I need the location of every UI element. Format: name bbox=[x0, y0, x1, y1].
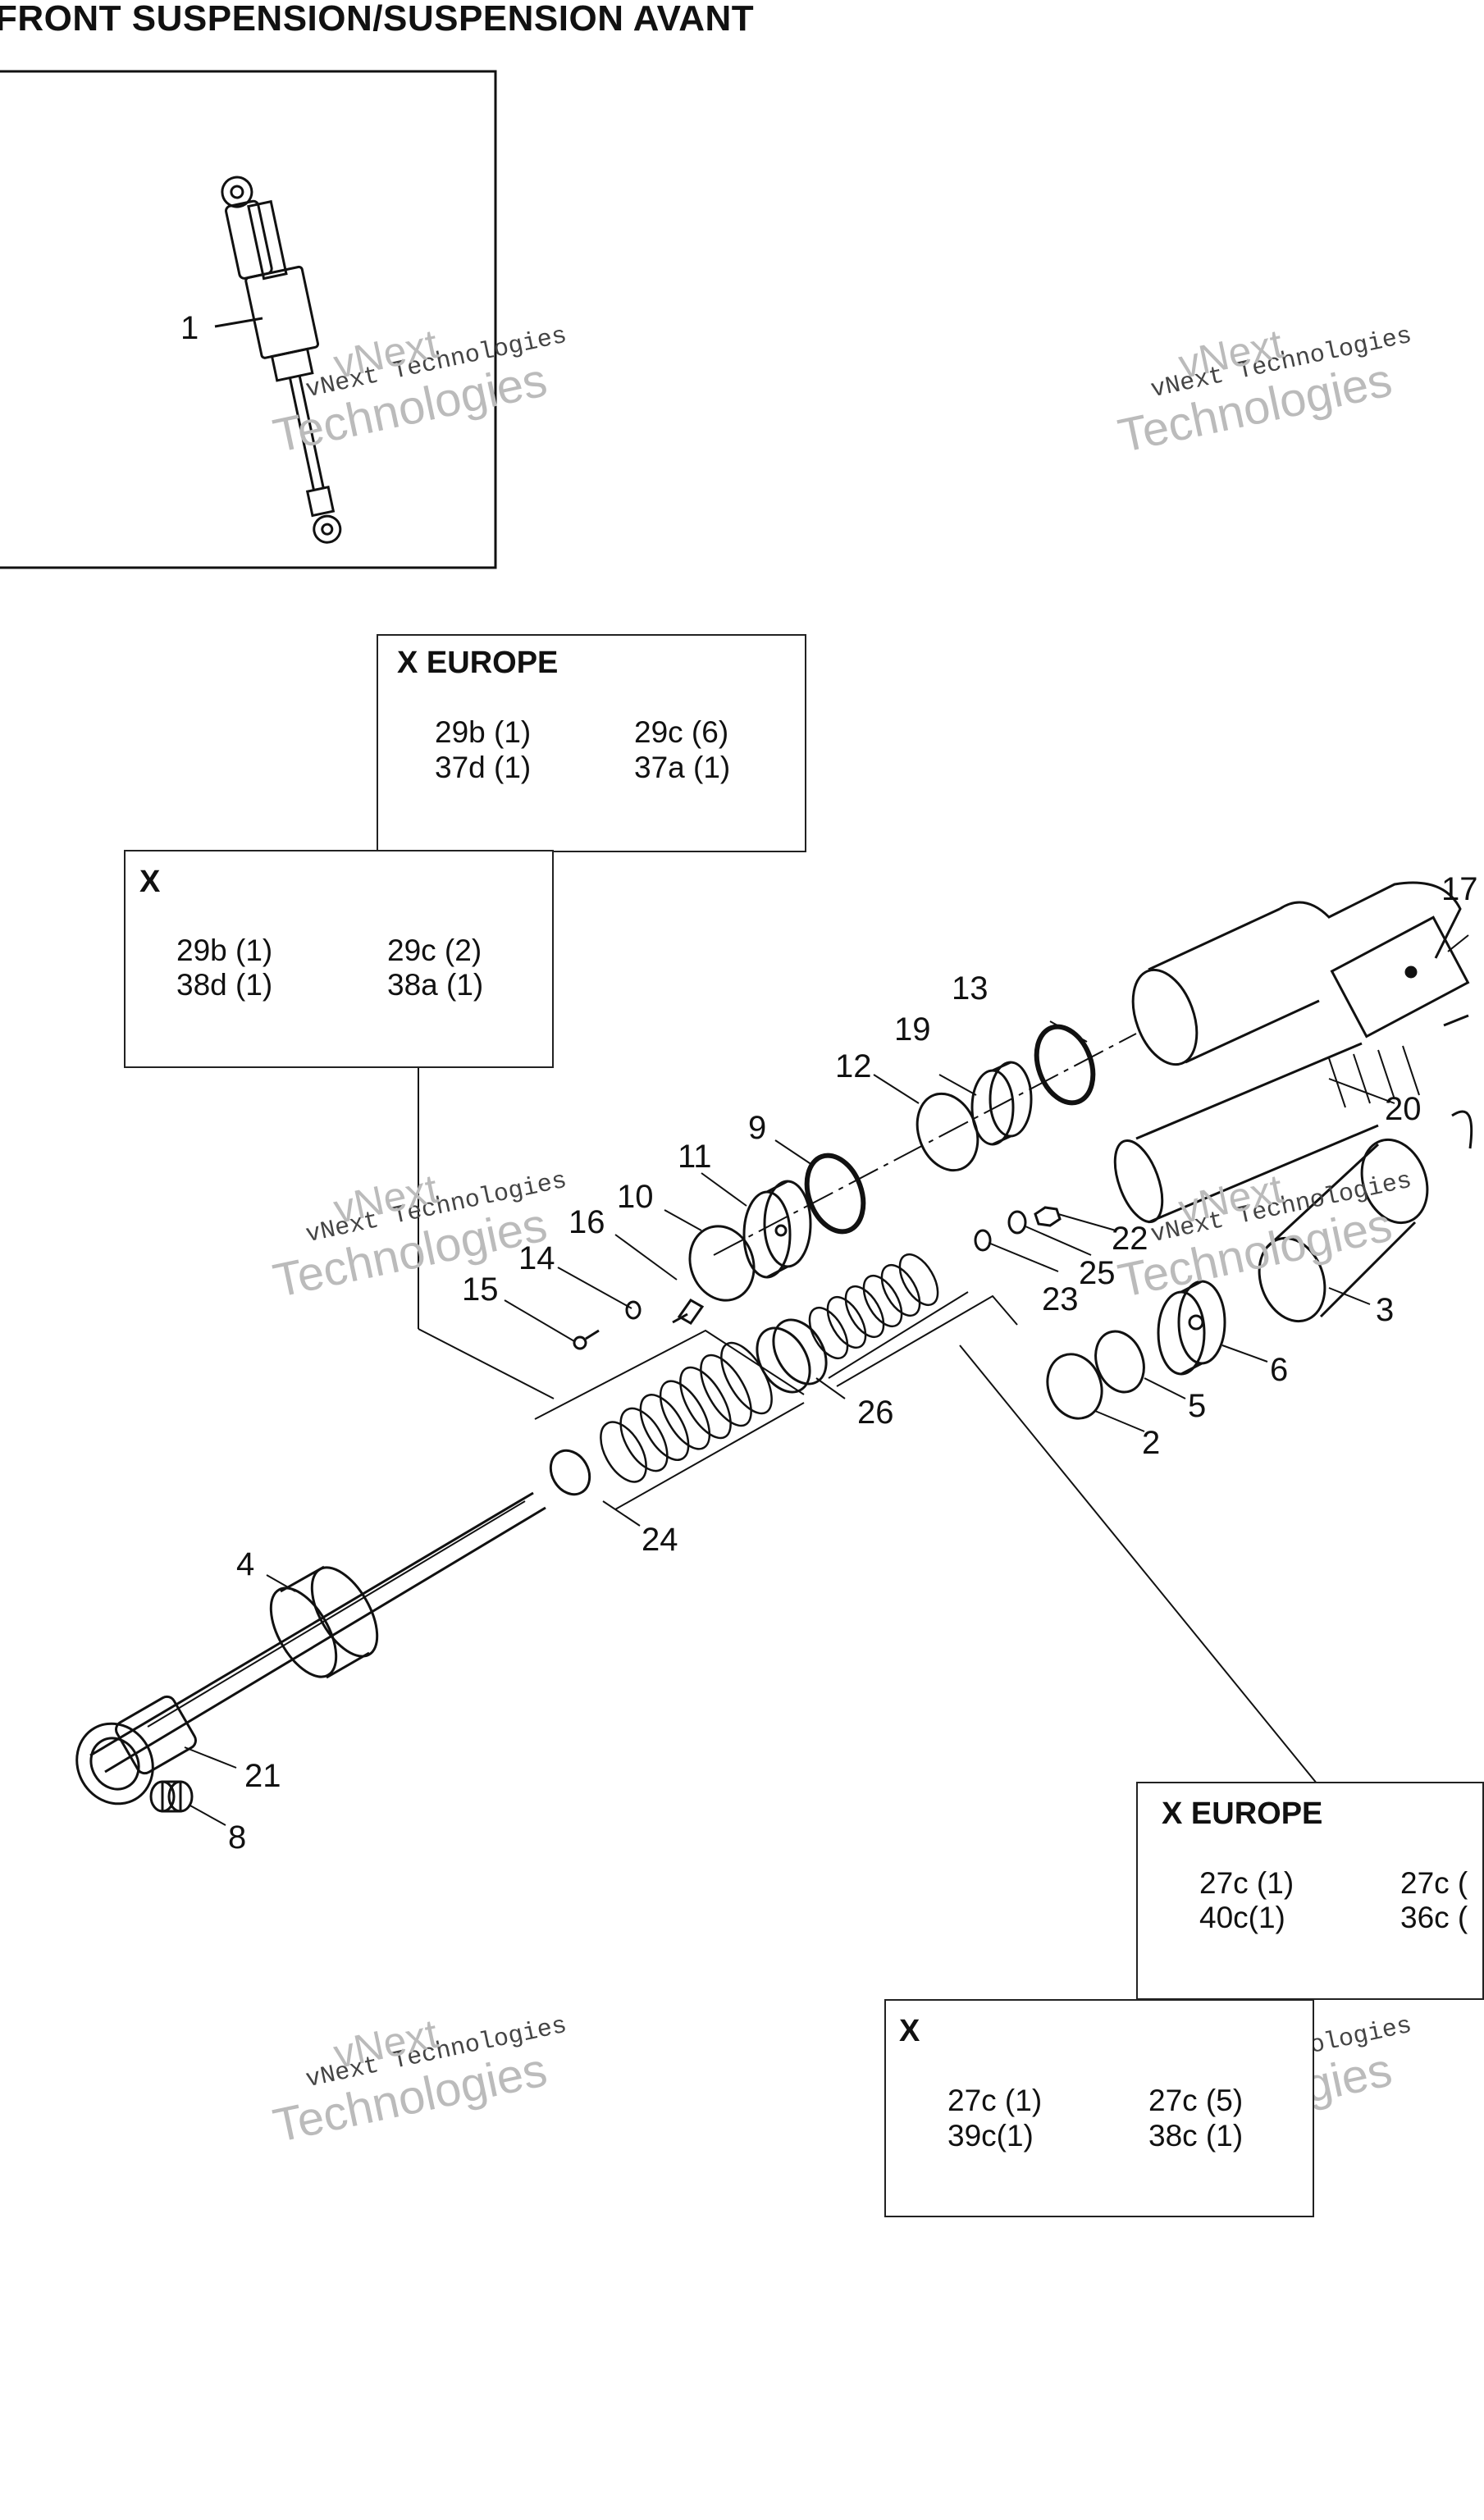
callout-20: 20 bbox=[1385, 1091, 1422, 1127]
callout-8: 8 bbox=[228, 1819, 247, 1856]
variant-box-x-europe-top bbox=[377, 634, 806, 852]
callout-10: 10 bbox=[617, 1179, 654, 1215]
cap-part-19 bbox=[970, 1061, 1033, 1146]
callout-4: 4 bbox=[236, 1546, 255, 1582]
callout-5: 5 bbox=[1188, 1388, 1207, 1424]
part-ref: 27c (1) bbox=[1199, 1866, 1295, 1900]
callout-25: 25 bbox=[1079, 1255, 1116, 1291]
callout-3: 3 bbox=[1376, 1292, 1395, 1328]
callout-6: 6 bbox=[1270, 1352, 1289, 1388]
bumper-part-4 bbox=[269, 1565, 379, 1679]
bushing-part-8 bbox=[149, 1780, 194, 1813]
part-ref: 29c (2) bbox=[387, 934, 482, 967]
shock-rod bbox=[89, 1491, 546, 1774]
part-ref: 27c (5) bbox=[1148, 2084, 1244, 2117]
callout-17: 17 bbox=[1441, 871, 1478, 907]
inset-shock-illustration bbox=[221, 176, 342, 544]
page-title: FRONT SUSPENSION/SUSPENSION AVANT bbox=[0, 0, 755, 39]
callout-26: 26 bbox=[857, 1395, 894, 1431]
callout-1: 1 bbox=[180, 310, 199, 346]
callout-21: 21 bbox=[244, 1758, 281, 1794]
part-ref: 37a (1) bbox=[634, 751, 731, 784]
part-ref: 37d (1) bbox=[435, 751, 532, 784]
variant-box-heading: X EUROPE bbox=[1162, 1796, 1323, 1831]
callout-19: 19 bbox=[894, 1011, 931, 1048]
part-ref: 38c (1) bbox=[1148, 2119, 1244, 2152]
callout-14: 14 bbox=[518, 1240, 555, 1276]
end-cap-part-11 bbox=[742, 1180, 812, 1279]
callout-12: 12 bbox=[835, 1048, 872, 1084]
callout-11: 11 bbox=[678, 1139, 712, 1175]
shim-stack-lower bbox=[600, 1341, 773, 1483]
callout-9: 9 bbox=[748, 1110, 767, 1146]
part-ref: 36c ( bbox=[1400, 1901, 1468, 1934]
callout-22: 22 bbox=[1112, 1221, 1148, 1257]
variant-box-heading: X bbox=[899, 2014, 920, 2048]
body-part-20 bbox=[1113, 1014, 1469, 1224]
part-ref: 40c(1) bbox=[1199, 1901, 1285, 1934]
callout-24: 24 bbox=[642, 1522, 678, 1558]
part-ref: 38a (1) bbox=[387, 968, 484, 1002]
callout-23: 23 bbox=[1042, 1281, 1079, 1317]
variant-box-heading: X bbox=[139, 865, 161, 899]
piston-part-26 bbox=[756, 1318, 828, 1394]
variant-box-x-bottom bbox=[884, 1999, 1314, 2217]
part-ref: 29b (1) bbox=[435, 715, 532, 749]
shim-stack-upper bbox=[808, 1253, 939, 1360]
variant-box-x-top bbox=[124, 850, 554, 1068]
part-ref: 27c ( bbox=[1400, 1866, 1468, 1900]
part-ref: 29c (6) bbox=[634, 715, 729, 749]
callout-15: 15 bbox=[462, 1271, 499, 1308]
part-ref: 38d (1) bbox=[176, 968, 273, 1002]
variant-box-x-europe-bottom bbox=[1136, 1782, 1484, 2000]
rod-eye-part-21 bbox=[75, 1695, 197, 1806]
inset-frame bbox=[0, 70, 497, 569]
callout-16: 16 bbox=[568, 1204, 605, 1240]
callout-13: 13 bbox=[952, 970, 989, 1007]
part-ref: 29b (1) bbox=[176, 934, 273, 967]
piston-part-6 bbox=[1157, 1280, 1226, 1376]
variant-box-heading: X EUROPE bbox=[397, 646, 559, 680]
cylinder-part-3 bbox=[1258, 1110, 1473, 1323]
part-ref: 27c (1) bbox=[947, 2084, 1043, 2117]
part-ref: 39c(1) bbox=[947, 2119, 1034, 2152]
reservoir-part-17 bbox=[1131, 881, 1470, 1066]
callout-2: 2 bbox=[1142, 1425, 1161, 1461]
